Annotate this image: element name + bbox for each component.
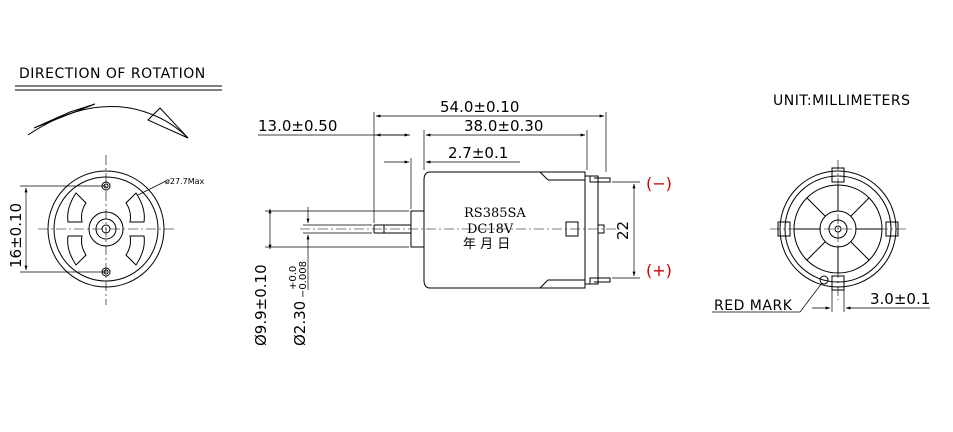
- terminal-spacing-label: 22: [614, 221, 632, 240]
- boss-length-label: 2.7±0.1: [448, 144, 508, 162]
- body-length-label: 38.0±0.30: [464, 117, 543, 135]
- rotation-arrow-icon: [27, 103, 189, 139]
- hole-spacing-label: 16±0.10: [7, 203, 25, 268]
- voltage-label: DC18V: [467, 222, 514, 237]
- red-mark-icon: [819, 275, 829, 285]
- negative-terminal-label: (−): [646, 174, 672, 193]
- direction-label: DIRECTION OF ROTATION: [19, 66, 206, 82]
- shaft-tol-lower: −0.008: [298, 261, 309, 298]
- direction-of-rotation: DIRECTION OF ROTATION: [15, 66, 222, 139]
- unit-label: UNIT:MILLIMETERS: [773, 93, 910, 109]
- front-end-view: 16±0.10 ø27.7Max: [7, 155, 205, 305]
- shaft-length-label: 13.0±0.50: [258, 117, 337, 135]
- shaft-diameter-label: Ø2.30: [291, 301, 309, 346]
- side-view: RS385SA DC18V 年 月 日 54.0±0.10 13.0±0.50 …: [252, 98, 672, 346]
- positive-terminal-label: (+): [646, 261, 672, 280]
- model-label: RS385SA: [464, 206, 526, 221]
- diameter-max-label: ø27.7Max: [165, 177, 205, 186]
- red-mark-label: RED MARK: [714, 298, 793, 314]
- shaft-tol-upper: +0.0: [288, 266, 299, 290]
- date-label: 年 月 日: [463, 237, 510, 252]
- rear-end-view: UNIT:MILLIMETERS RED MARK: [712, 93, 930, 314]
- boss-diameter-label: Ø9.9±0.10: [252, 264, 270, 346]
- terminal-width-label: 3.0±0.1: [870, 290, 930, 308]
- overall-length-label: 54.0±0.10: [440, 98, 519, 116]
